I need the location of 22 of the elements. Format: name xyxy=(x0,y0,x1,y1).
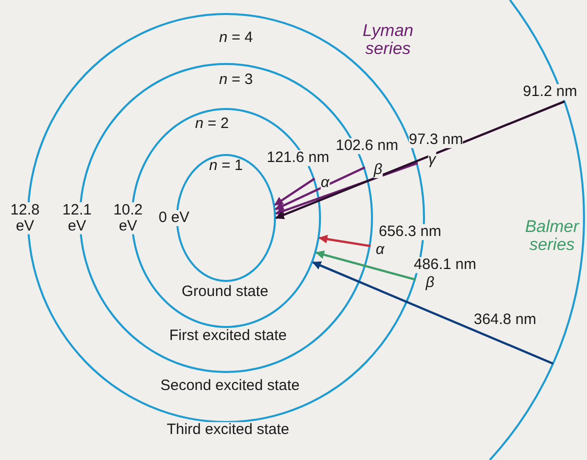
arrow xyxy=(315,250,416,281)
edge-label: 97.3 nm xyxy=(408,132,464,148)
level-label: n = 1 xyxy=(209,158,243,174)
transition-letter: β xyxy=(426,275,434,291)
level-label: n = 3 xyxy=(219,72,253,88)
edge-label: 486.1 nm xyxy=(414,257,476,273)
level-label: n = 4 xyxy=(219,30,253,46)
arrow xyxy=(275,100,565,220)
arrow xyxy=(318,234,371,248)
series-label: Lyman series xyxy=(362,22,414,58)
transition-letter: β xyxy=(374,162,382,178)
edge-label: 91.2 nm xyxy=(522,84,578,100)
arrow xyxy=(275,162,418,216)
arrow xyxy=(274,178,316,206)
level-label: n = 2 xyxy=(195,116,229,132)
edge-label: 656.3 nm xyxy=(378,224,442,240)
transition-letter: γ xyxy=(428,152,436,168)
series-label: Balmer series xyxy=(524,218,580,254)
arrow xyxy=(274,166,366,210)
arrow xyxy=(312,261,554,365)
edge-label: 102.6 nm xyxy=(336,138,398,154)
edge-label: 121.6 nm xyxy=(266,150,330,166)
